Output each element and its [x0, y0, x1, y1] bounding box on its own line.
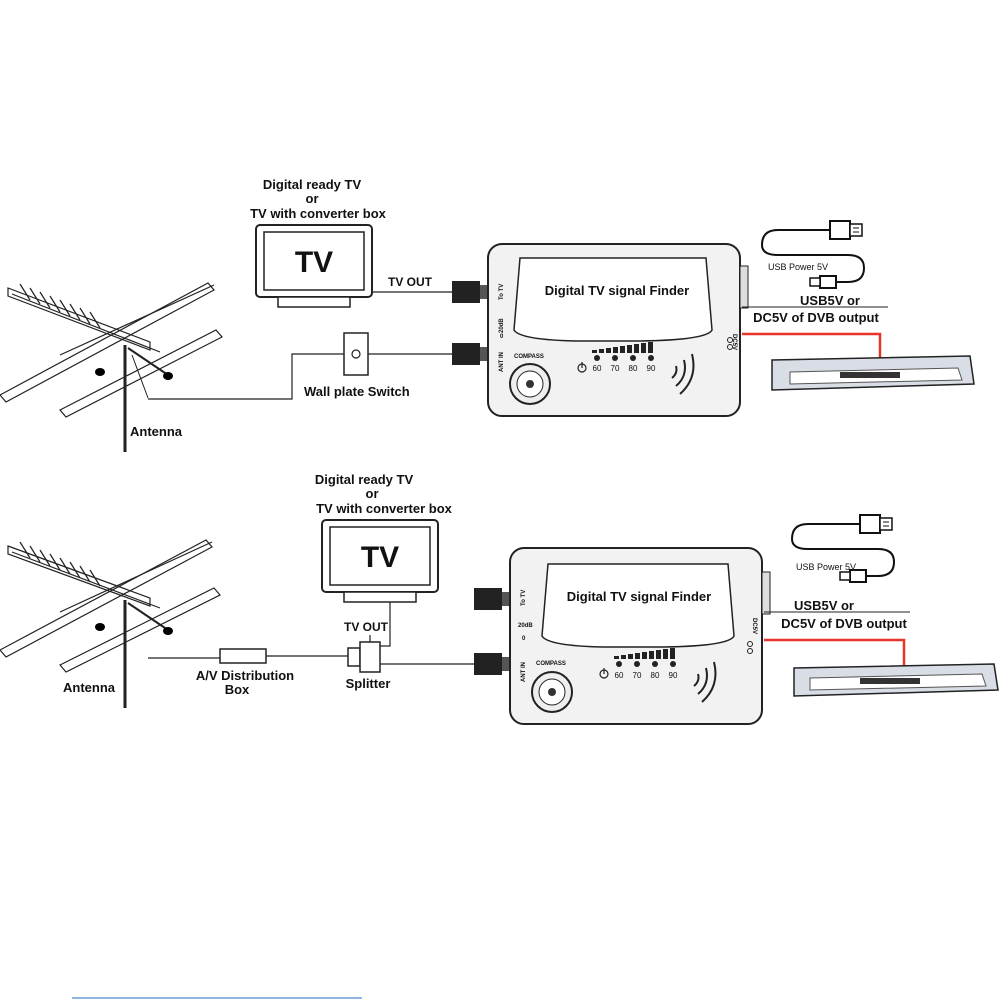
- port-ant-in-label: ANT IN: [499, 352, 505, 372]
- power-caption-line-2: DC5V of DVB output: [753, 310, 879, 325]
- meter-scale-60: 60: [593, 364, 602, 373]
- power-caption-line-1: USB5V or: [794, 598, 854, 613]
- tv-out-label: TV OUT: [344, 620, 389, 634]
- tv-caption-line-1: Digital ready TV: [263, 177, 362, 192]
- wall-plate-label: Wall plate Switch: [304, 384, 410, 399]
- led-row: [594, 355, 654, 361]
- power-cable: [764, 638, 906, 666]
- usb-cable-icon: [790, 514, 896, 583]
- tv-out-label: TV OUT: [388, 275, 433, 289]
- port-20db-label: 20dB: [518, 623, 533, 629]
- beep-waves-icon: [693, 661, 717, 703]
- finder-title: Digital TV signal Finder: [567, 589, 711, 604]
- meter-scale-90: 90: [647, 364, 656, 373]
- power-cable: [742, 332, 882, 358]
- dc-jack-icon: [727, 337, 733, 350]
- usb-power-label: USB Power 5V: [796, 562, 856, 572]
- port-to-tv-label: To TV: [521, 590, 527, 606]
- port-0-label: 0: [522, 636, 526, 642]
- tv-icon: [321, 519, 439, 603]
- dc-label: DC5V: [731, 334, 737, 350]
- meter-scale-80: 80: [629, 364, 638, 373]
- port-to-tv-label: To TV: [499, 284, 505, 300]
- diagram-bottom: Antenna Digital ready TV or TV with conv…: [0, 472, 999, 725]
- tv-caption-line-1: Digital ready TV: [315, 472, 414, 487]
- wall-plate-icon: [343, 332, 369, 376]
- connector-to-tv: [452, 281, 488, 303]
- connector-ant-in: [474, 653, 510, 675]
- splitter-icon: [347, 641, 381, 673]
- antenna-icon: [0, 539, 221, 708]
- antenna-icon: [0, 282, 223, 452]
- distribution-label-line-1: A/V Distribution: [196, 668, 294, 683]
- tv-caption-line-2: or: [306, 191, 319, 206]
- distribution-label-line-2: Box: [225, 682, 250, 697]
- meter-scale-90: 90: [669, 671, 678, 680]
- power-icon: [599, 668, 609, 679]
- splitter-label: Splitter: [346, 676, 391, 691]
- tv-icon: [255, 224, 373, 308]
- usb-power-label: USB Power 5V: [768, 262, 828, 272]
- antenna-pointer: [131, 354, 149, 399]
- meter-scale-60: 60: [615, 671, 624, 680]
- finder-title: Digital TV signal Finder: [545, 283, 689, 298]
- antenna-label: Antenna: [130, 424, 183, 439]
- port-ant-in-label: ANT IN: [521, 662, 527, 682]
- distribution-box-icon: [219, 648, 267, 664]
- antenna-label: Antenna: [63, 680, 116, 695]
- port-0-label: 0: [500, 334, 504, 340]
- tv-screen-text: TV: [361, 541, 399, 574]
- tv-caption-line-3: TV with converter box: [250, 206, 387, 221]
- compass-dial: [509, 363, 551, 405]
- diagram-top: Antenna Digital ready TV or TV with conv…: [0, 177, 975, 452]
- compass-dial: [531, 671, 573, 713]
- tv-caption-line-2: or: [366, 486, 379, 501]
- signal-level-bars: [614, 648, 675, 659]
- connector-to-tv: [474, 588, 510, 610]
- power-icon: [577, 362, 587, 373]
- tv-screen-text: TV: [295, 246, 333, 279]
- signal-finder-device: [487, 243, 749, 417]
- beep-waves-icon: [671, 353, 695, 395]
- meter-scale-70: 70: [633, 671, 642, 680]
- tv-caption-line-3: TV with converter box: [316, 501, 453, 516]
- port-20db-label: 20dB: [499, 318, 505, 333]
- led-row: [616, 661, 676, 667]
- set-top-box: [793, 663, 999, 697]
- compass-label: COMPASS: [514, 354, 544, 360]
- power-caption-line-1: USB5V or: [800, 293, 860, 308]
- meter-scale-80: 80: [651, 671, 660, 680]
- signal-level-bars: [592, 342, 653, 353]
- dc-jack-icon: [747, 641, 753, 654]
- usb-cable-icon: [760, 220, 866, 289]
- connector-ant-in: [452, 343, 488, 365]
- set-top-box: [771, 355, 975, 391]
- dc-label: DC5V: [751, 618, 757, 634]
- meter-scale-70: 70: [611, 364, 620, 373]
- compass-label: COMPASS: [536, 661, 566, 667]
- power-caption-line-2: DC5V of DVB output: [781, 616, 907, 631]
